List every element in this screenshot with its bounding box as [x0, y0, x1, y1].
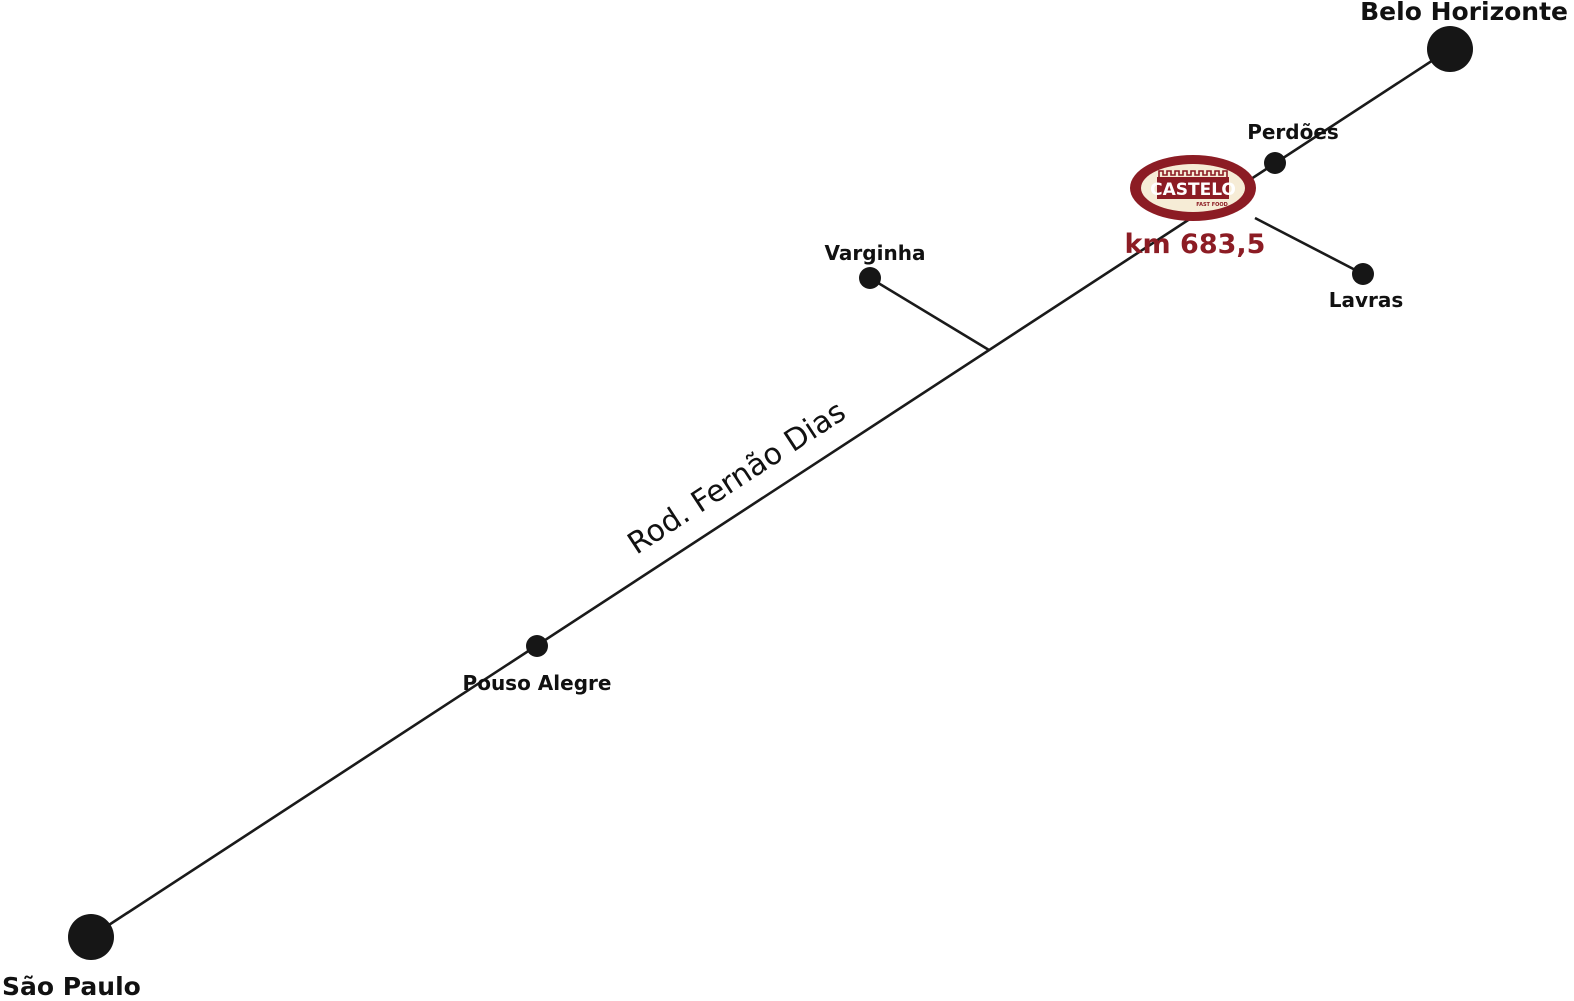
castle-battlement-icon — [1158, 170, 1228, 178]
city-dot-belo-horizonte[interactable] — [1427, 26, 1473, 72]
city-dot-varginha[interactable] — [859, 267, 881, 289]
road-name-label: Rod. Fernão Dias — [622, 394, 853, 562]
branch-road-lavras — [1254, 216, 1364, 276]
city-label-perdoes: Perdões — [1247, 120, 1339, 144]
city-label-sao-paulo: São Paulo — [2, 972, 141, 1001]
castelo-logo-tagline: FAST FOOD — [1196, 202, 1228, 208]
city-dot-lavras[interactable] — [1352, 263, 1374, 285]
city-dot-pouso-alegre[interactable] — [526, 635, 548, 657]
city-label-varginha: Varginha — [825, 241, 926, 265]
city-dot-sao-paulo[interactable] — [68, 914, 114, 960]
city-label-belo-horizonte: Belo Horizonte — [1360, 0, 1568, 26]
castelo-logo[interactable]: CASTELO FAST FOOD — [1130, 155, 1256, 221]
city-label-lavras: Lavras — [1329, 288, 1404, 312]
city-dot-perdoes[interactable] — [1264, 152, 1286, 174]
castelo-logo-wordmark: CASTELO — [1150, 180, 1236, 200]
city-label-pouso-alegre: Pouso Alegre — [463, 671, 612, 695]
castelo-logo-banner — [1157, 177, 1229, 199]
km-marker-label: km 683,5 — [1125, 229, 1266, 260]
branch-road-varginha — [869, 276, 990, 352]
